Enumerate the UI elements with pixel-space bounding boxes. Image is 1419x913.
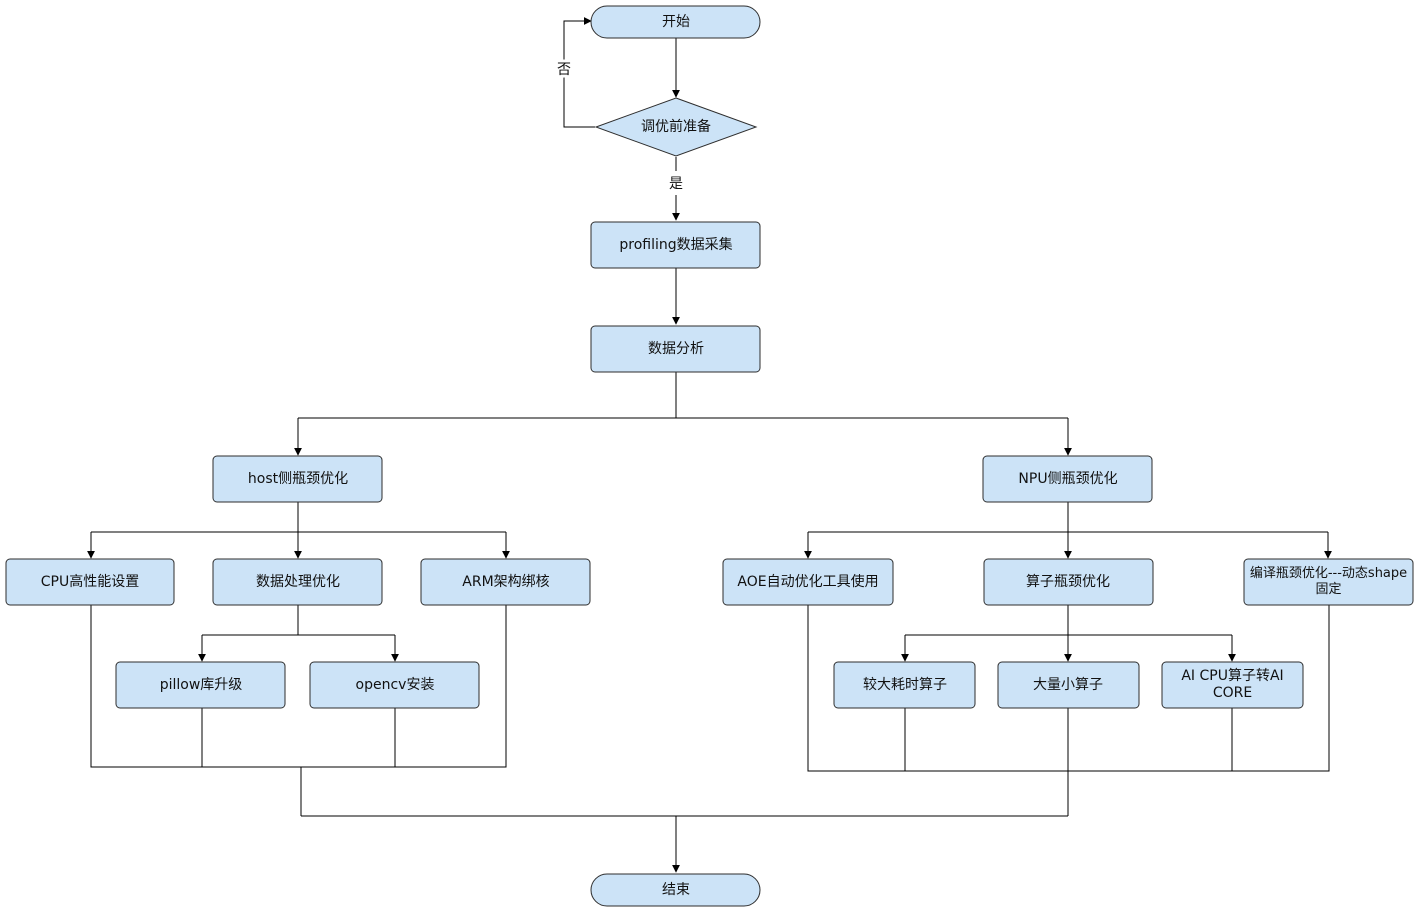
node-small-op-label: 大量小算子 bbox=[1033, 677, 1103, 693]
node-pillow[interactable]: pillow库升级 bbox=[115, 661, 286, 709]
node-profiling[interactable]: profiling数据采集 bbox=[590, 221, 761, 269]
node-compile-label: 编译瓶颈优化---动态shape固定 bbox=[1249, 566, 1408, 597]
node-opencv-label: opencv安装 bbox=[356, 677, 435, 693]
node-end-label: 结束 bbox=[662, 882, 690, 898]
node-aoe-label: AOE自动优化工具使用 bbox=[737, 573, 878, 590]
node-prep-label: 调优前准备 bbox=[641, 118, 711, 135]
node-data-proc-label: 数据处理优化 bbox=[256, 574, 340, 590]
node-end[interactable]: 结束 bbox=[590, 873, 761, 907]
node-op-bottleneck-label: 算子瓶颈优化 bbox=[1026, 574, 1110, 590]
edge-label-no: 否 bbox=[557, 62, 571, 78]
edge-host-split bbox=[91, 502, 506, 533]
connectors bbox=[87, 17, 1332, 873]
node-aoe[interactable]: AOE自动优化工具使用 bbox=[722, 558, 894, 606]
node-data-proc[interactable]: 数据处理优化 bbox=[212, 558, 383, 606]
node-prep[interactable]: 调优前准备 bbox=[594, 97, 758, 157]
edge-prep-start-loop bbox=[563, 17, 595, 128]
node-cpu-perf[interactable]: CPU高性能设置 bbox=[5, 558, 175, 606]
node-time-op-label: 较大耗时算子 bbox=[863, 677, 947, 693]
node-host-label: host侧瓶颈优化 bbox=[248, 471, 348, 487]
node-host[interactable]: host侧瓶颈优化 bbox=[212, 455, 383, 503]
edge-host-merge bbox=[90, 605, 507, 816]
node-profiling-label: profiling数据采集 bbox=[619, 236, 732, 253]
node-compile[interactable]: 编译瓶颈优化---动态shape固定 bbox=[1243, 558, 1414, 606]
node-start[interactable]: 开始 bbox=[590, 5, 761, 39]
node-npu-label: NPU侧瓶颈优化 bbox=[1018, 471, 1117, 487]
node-start-label: 开始 bbox=[662, 14, 690, 30]
edge-op-split bbox=[905, 605, 1232, 636]
edge-npu-merge bbox=[807, 605, 1330, 816]
edge-npu-split bbox=[808, 502, 1328, 533]
node-op-bottleneck[interactable]: 算子瓶颈优化 bbox=[983, 558, 1154, 606]
node-aicpu-label: AI CPU算子转AI CORE bbox=[1181, 668, 1284, 701]
edge-analysis-split bbox=[298, 372, 1068, 419]
node-arm-bind-label: ARM架构绑核 bbox=[462, 574, 549, 590]
node-pillow-label: pillow库升级 bbox=[160, 677, 243, 693]
node-arm-bind[interactable]: ARM架构绑核 bbox=[420, 558, 591, 606]
node-analysis[interactable]: 数据分析 bbox=[590, 325, 761, 373]
node-small-op[interactable]: 大量小算子 bbox=[997, 661, 1140, 709]
node-npu[interactable]: NPU侧瓶颈优化 bbox=[982, 455, 1153, 503]
edge-dataproc-split bbox=[202, 605, 395, 636]
node-opencv[interactable]: opencv安装 bbox=[309, 661, 480, 709]
edge-label-yes: 是 bbox=[669, 176, 683, 192]
node-aicpu[interactable]: AI CPU算子转AI CORE bbox=[1161, 661, 1304, 709]
node-cpu-perf-label: CPU高性能设置 bbox=[41, 573, 139, 590]
node-time-op[interactable]: 较大耗时算子 bbox=[833, 661, 976, 709]
node-analysis-label: 数据分析 bbox=[648, 341, 704, 357]
